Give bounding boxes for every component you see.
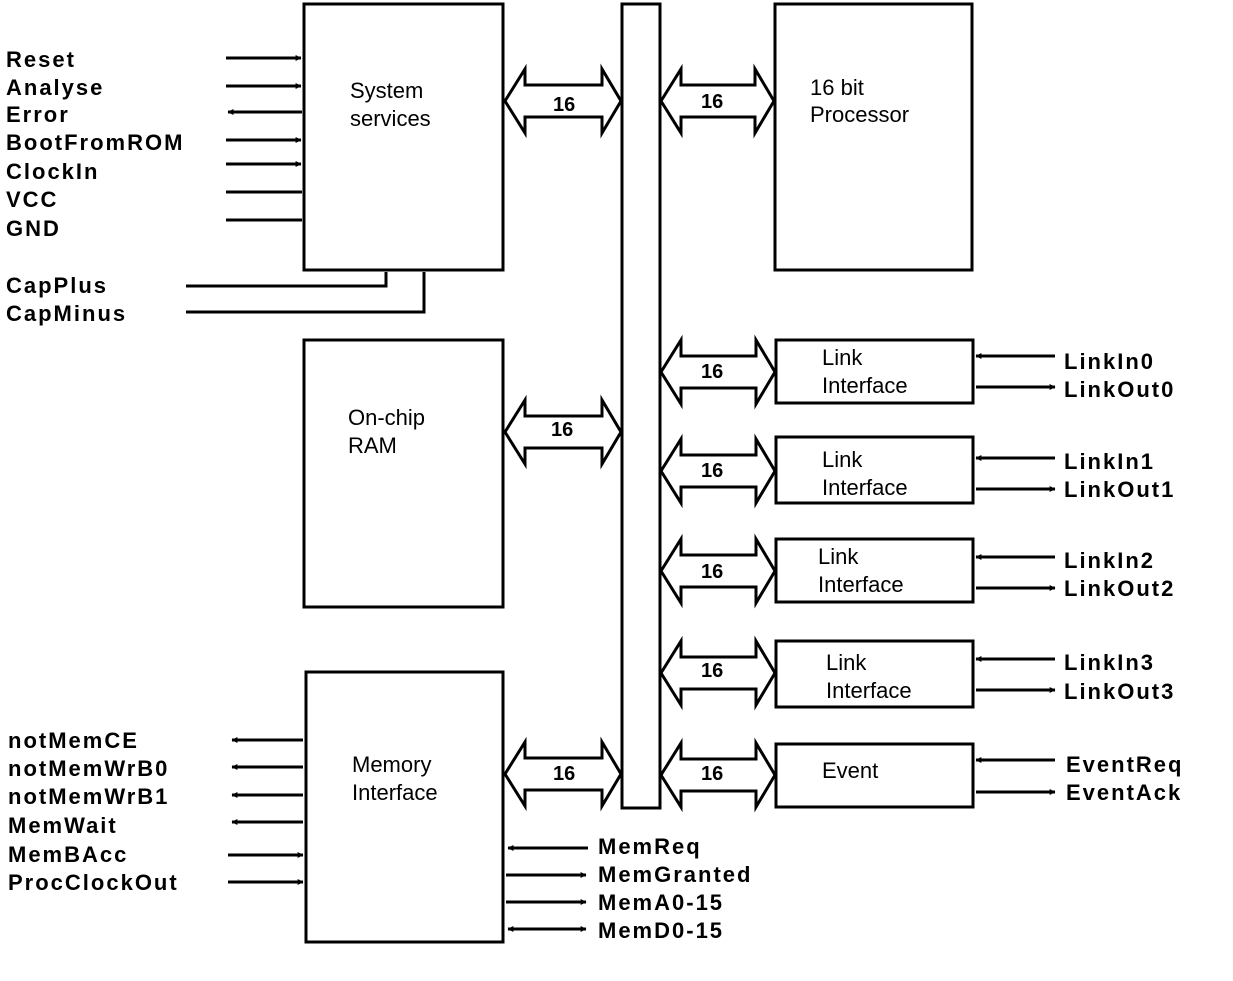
- system-services-label-line2: services: [350, 106, 431, 131]
- link-out-2-label: LinkOut2: [1064, 576, 1175, 601]
- mem-req-label: MemReq: [598, 834, 702, 859]
- memory-interface-label-line1: Memory: [352, 752, 431, 777]
- bus-connector-memory: [503, 736, 623, 812]
- processor-label-line1: 16 bit: [810, 75, 864, 100]
- bus-width-label: 16: [551, 419, 573, 441]
- cap-plus-label: CapPlus: [6, 273, 108, 298]
- internal-bus: [620, 2, 662, 810]
- bus-connector-processor: [659, 63, 776, 139]
- event-req-label: EventReq: [1066, 752, 1183, 777]
- link-out-1-label: LinkOut1: [1064, 477, 1175, 502]
- ram-label-line2: RAM: [348, 433, 397, 458]
- link-interface-2-label-line1: Link: [818, 544, 859, 569]
- clock-in-label: ClockIn: [6, 159, 99, 184]
- bus-width-label: 16: [701, 763, 723, 785]
- not-mem-wr-b0-label: notMemWrB0: [8, 756, 169, 781]
- analyse-label: Analyse: [6, 75, 104, 100]
- mem-wait-label: MemWait: [8, 813, 118, 838]
- cap-plus-line: [186, 272, 388, 288]
- mem-bacc-label: MemBAcc: [8, 842, 128, 867]
- event-ack-label: EventAck: [1066, 780, 1182, 805]
- bus-width-label: 16: [701, 561, 723, 583]
- link-interface-2-block: [774, 537, 975, 604]
- link-interface-3-label-line1: Link: [826, 650, 867, 675]
- link-interface-3-label-line2: Interface: [826, 678, 912, 703]
- bus-connector-link-1: [659, 433, 777, 509]
- link-in-1-label: LinkIn1: [1064, 449, 1155, 474]
- bus-connector-event: [659, 737, 777, 813]
- bus-width-label: 16: [701, 660, 723, 682]
- ram-block: [302, 338, 505, 609]
- bus-connector-ram: [503, 394, 623, 470]
- system-services-label-line1: System: [350, 78, 423, 103]
- bus-width-label: 16: [553, 94, 575, 116]
- mem-a-label: MemA0-15: [598, 890, 724, 915]
- link-interface-0-label-line1: Link: [822, 345, 863, 370]
- memory-interface-label-line2: Interface: [352, 780, 438, 805]
- link-interface-1-label-line2: Interface: [822, 475, 908, 500]
- link-out-3-label: LinkOut3: [1064, 679, 1175, 704]
- reset-label: Reset: [6, 47, 76, 72]
- cap-minus-line: [186, 272, 426, 314]
- bus-connector-link-2: [659, 533, 777, 609]
- event-label: Event: [822, 758, 878, 783]
- gnd-label: GND: [6, 216, 61, 241]
- link-interface-2-label-line2: Interface: [818, 572, 904, 597]
- link-interface-1-label-line1: Link: [822, 447, 863, 472]
- link-in-0-label: LinkIn0: [1064, 349, 1155, 374]
- processor-block: [773, 2, 974, 272]
- bus-connector-system: [503, 63, 623, 139]
- bus-width-label: 16: [701, 361, 723, 383]
- ram-label-line1: On-chip: [348, 405, 425, 430]
- bus-width-label: 16: [553, 763, 575, 785]
- link-out-0-label: LinkOut0: [1064, 377, 1175, 402]
- proc-clock-out-label: ProcClockOut: [8, 870, 179, 895]
- vcc-label: VCC: [6, 187, 58, 212]
- mem-granted-label: MemGranted: [598, 862, 752, 887]
- link-interface-3-block: [774, 639, 975, 709]
- boot-from-rom-label: BootFromROM: [6, 130, 184, 155]
- link-in-2-label: LinkIn2: [1064, 548, 1155, 573]
- memory-interface-block: [304, 670, 505, 944]
- processor-label-line2: Processor: [810, 102, 909, 127]
- bus-connector-link-0: [659, 334, 777, 410]
- bus-connector-link-3: [659, 635, 777, 711]
- link-in-3-label: LinkIn3: [1064, 650, 1155, 675]
- mem-d-label: MemD0-15: [598, 918, 724, 943]
- bus-width-label: 16: [701, 460, 723, 482]
- system-services-block: [302, 2, 505, 272]
- error-label: Error: [6, 102, 70, 127]
- not-mem-wr-b1-label: notMemWrB1: [8, 784, 169, 809]
- bus-width-label: 16: [701, 91, 723, 113]
- not-mem-ce-label: notMemCE: [8, 728, 139, 753]
- event-block: [774, 742, 975, 809]
- cap-minus-label: CapMinus: [6, 301, 127, 326]
- link-interface-0-label-line2: Interface: [822, 373, 908, 398]
- link-interface-1-block: [774, 435, 975, 505]
